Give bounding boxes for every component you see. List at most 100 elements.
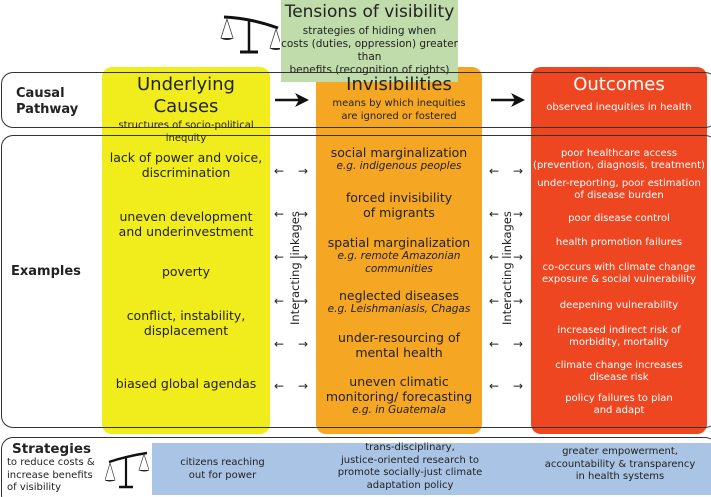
right-arrow-icon: → [513, 294, 524, 308]
interacting-linkages-label: Interacting linkages [288, 211, 302, 325]
example-line: under-reporting, poor estimation [537, 178, 701, 189]
right-arrow-icon: → [513, 379, 524, 393]
cause-example: uneven development and underinvestment [102, 209, 270, 239]
tensions-subtitle-line: strategies of hiding when [302, 25, 437, 37]
example-line: spatial marginalization [327, 235, 471, 250]
subtitle-line: means by which inequities [332, 98, 466, 109]
balance-scale-icon [220, 15, 280, 54]
subtitle-line: observed inequities in health [546, 102, 692, 113]
left-arrow-icon: ← [489, 337, 500, 351]
right-arrow-icon: → [298, 294, 309, 308]
example-line: and adapt [593, 405, 645, 416]
example-line: poor healthcare access [560, 148, 678, 159]
right-arrow-icon: → [513, 164, 524, 178]
left-arrow-icon: ← [489, 164, 500, 178]
strategy-line: promote socially-just climate [337, 467, 483, 478]
right-arrow-icon: → [298, 207, 309, 221]
strategy-item: greater empowerment, accountability & tr… [530, 446, 710, 484]
example-line: lack of power and voice, [109, 150, 263, 165]
example-note: e.g. remote Amazonian [337, 250, 461, 262]
left-arrow-icon: ← [489, 250, 500, 264]
strategies-title: Strategies [12, 441, 92, 457]
invisibilities-column [316, 67, 482, 434]
example-line: co-occurs with climate change [542, 262, 696, 273]
example-line: of disease burden [574, 190, 664, 201]
left-arrow-icon: ← [274, 250, 285, 264]
example-line: neglected diseases [338, 288, 460, 303]
example-line: (prevention, diagnosis, treatment) [533, 160, 705, 171]
example-line: forced invisibility [345, 190, 453, 205]
outcome-example: climate change increases disease risk [531, 360, 707, 384]
right-arrow-icon: → [298, 337, 309, 351]
underlying-causes-column [102, 67, 270, 434]
tensions-title: Tensions of visibility [284, 2, 455, 22]
subtitle-line: are ignored or fostered [341, 110, 457, 122]
strategy-line: out for power [188, 469, 257, 481]
strategy-line: in health systems [575, 471, 665, 482]
strategies-subtitle: to reduce costs & increase benefits of v… [7, 457, 95, 495]
cause-example: conflict, instability, displacement [102, 308, 270, 338]
cause-example: poverty [102, 264, 270, 279]
example-line: social marginalization [330, 145, 468, 160]
tensions-of-visibility-box: Tensions of visibility strategies of hid… [281, 0, 458, 82]
example-line: displacement [143, 323, 229, 338]
strategy-item: trans-disciplinary, justice-oriented res… [300, 442, 520, 492]
pathway-arrow-icon [491, 93, 525, 107]
example-line: uneven development [119, 209, 253, 224]
outcome-example: poor disease control [531, 213, 707, 225]
left-arrow-icon: ← [274, 294, 285, 308]
example-line: monitoring/ forecasting [325, 389, 473, 404]
example-line: disease risk [589, 372, 649, 383]
tensions-subtitle-line: costs (duties, oppression) greater than [281, 38, 458, 63]
causal-pathway-label: Causal Pathway [16, 86, 78, 118]
underlying-causes-title: Underlying Causes [137, 74, 235, 117]
strategy-item: citizens reaching out for power [155, 457, 290, 482]
example-line: policy failures to plan [565, 393, 673, 404]
cause-example: biased global agendas [102, 376, 270, 391]
example-line: poverty [161, 264, 211, 279]
right-arrow-icon: → [298, 164, 309, 178]
left-arrow-icon: ← [489, 294, 500, 308]
outcomes-header: Outcomes observed inequities in health [531, 74, 707, 115]
strategies-row [1, 437, 711, 497]
examples-label: Examples [11, 264, 81, 279]
outcome-example: increased indirect risk of morbidity, mo… [531, 325, 707, 349]
outcome-example: poor healthcare access (prevention, diag… [531, 148, 707, 172]
invisibility-example: under-resourcing of mental health [316, 330, 482, 360]
underlying-causes-header: Underlying Causes structures of socio-po… [102, 74, 270, 145]
outcome-example: policy failures to plan and adapt [531, 393, 707, 417]
outcomes-title: Outcomes [573, 74, 665, 95]
strategies-subtitle-line: to reduce costs & [7, 457, 95, 468]
causal-label-line: Causal [16, 86, 65, 101]
example-line: poor disease control [568, 213, 670, 224]
tensions-subtitle-line: benefits (recognition of rights) [289, 64, 450, 76]
subtitle-line: inequity [165, 132, 207, 144]
example-line: health promotion failures [555, 237, 683, 248]
tensions-subtitle: strategies of hiding when costs (duties,… [281, 25, 458, 77]
example-line: uneven climatic [349, 374, 449, 389]
invisibility-example: neglected diseases e.g. Leishmaniasis, C… [316, 288, 482, 316]
example-note: communities [365, 262, 433, 275]
strategy-line: greater empowerment, [562, 446, 678, 457]
example-line: exposure & social vulnerability [541, 274, 697, 285]
example-line: and underinvestment [118, 224, 254, 239]
strategy-line: trans-disciplinary, [365, 442, 455, 453]
example-line: increased indirect risk of [557, 325, 681, 336]
invisibility-example: forced invisibility of migrants [316, 190, 482, 220]
strategies-subtitle-line: of visibility [7, 482, 62, 493]
right-arrow-icon: → [298, 379, 309, 393]
outcome-example: deepening vulnerability [531, 300, 707, 312]
example-line: discrimination [141, 165, 231, 180]
example-line: biased global agendas [115, 376, 257, 391]
right-arrow-icon: → [513, 207, 524, 221]
example-line: morbidity, mortality [569, 337, 669, 348]
example-line: under-resourcing of [337, 330, 461, 345]
left-arrow-icon: ← [274, 164, 285, 178]
invisibilities-subtitle: means by which inequities are ignored or… [316, 98, 482, 123]
strategies-bar [152, 443, 711, 495]
example-line: climate change increases [555, 360, 683, 371]
outcome-example: co-occurs with climate change exposure &… [531, 262, 707, 286]
invisibility-example: social marginalization e.g. indigenous p… [316, 145, 482, 173]
invisibilities-header: Invisibilities means by which inequities… [316, 74, 482, 123]
strategy-line: adaptation policy [366, 479, 454, 491]
